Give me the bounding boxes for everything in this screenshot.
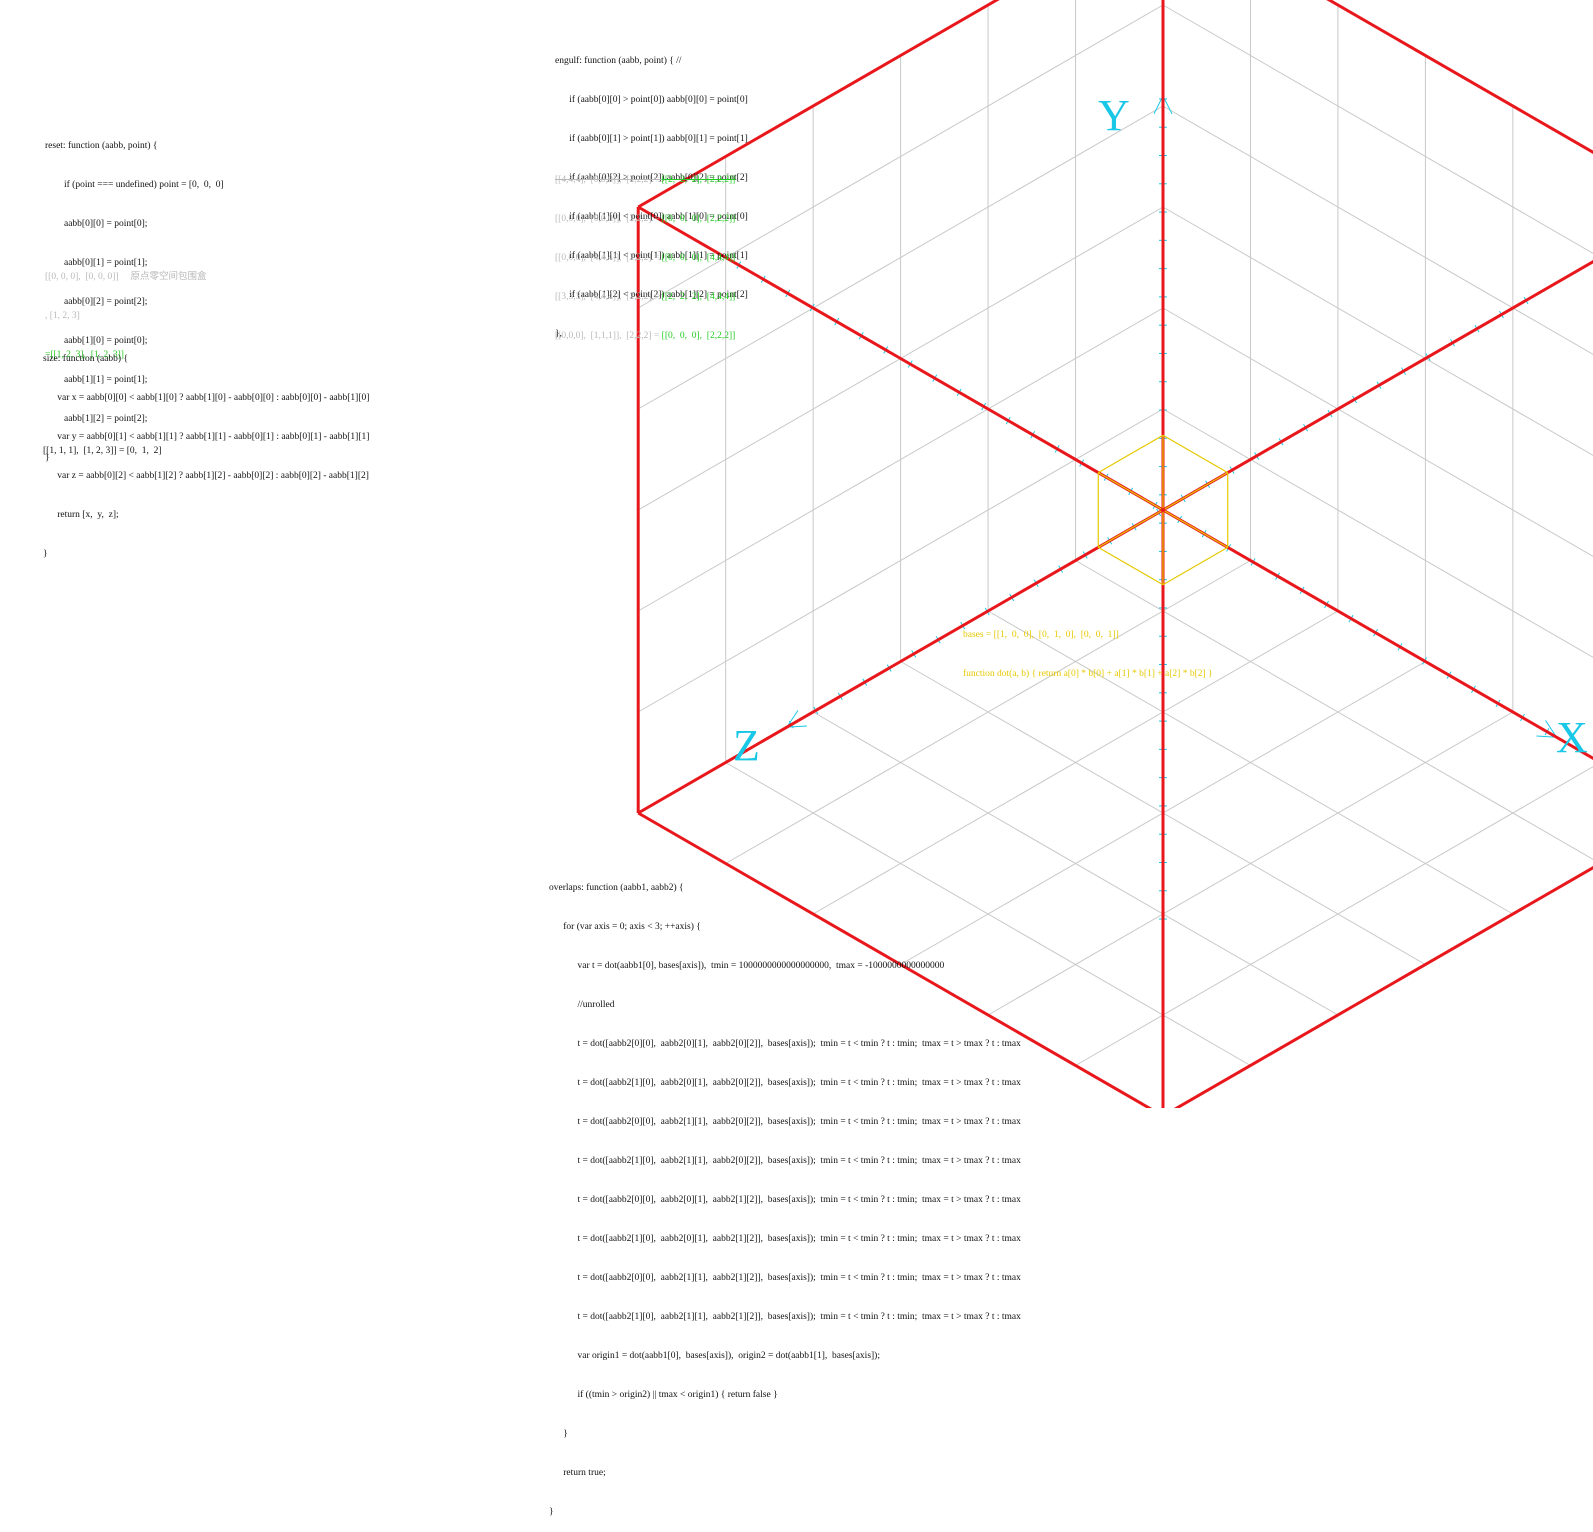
engulf-example-result: [[2, 2, 2], [4,4,4]] (661, 292, 736, 302)
engulf-example-row: [[0,0,0], [4,4,4]], [2,2,2] = [[0, 0, 0]… (555, 252, 735, 265)
code-line: size: function (aabb) { (43, 354, 129, 364)
small-aabb-box (1097, 434, 1229, 586)
large-box-edge (1173, 866, 1593, 1108)
engulf-example-result: [[0, 0, 0], [4,4,4]] (661, 253, 736, 263)
code-line: aabb[1][2] = point[2]; (45, 414, 148, 424)
code-line: return [x, y, z]; (43, 510, 119, 520)
engulf-example-row: [[0,0,0], [1,1,1]], [2,2,2] = [[0, 0, 0]… (555, 330, 735, 343)
size-example: [[1, 1, 1], [1, 2, 3]] = [0, 1, 2] (43, 419, 162, 471)
grid-line (1162, 206, 1593, 456)
engulf-example-row: [[3,3,3], [4,4,4]], [2,2,2] = [[2, 2, 2]… (555, 291, 735, 304)
code-line: if (aabb[0][2] > point[2]) aabb[0][2] = … (555, 173, 748, 183)
origin-point (1161, 508, 1165, 512)
engulf-examples: [[4,4,4], [0,0,0]], [2,2,2] = [[2, 2, 2]… (555, 148, 735, 356)
large-box-edge (637, 508, 1164, 815)
grid-line (1162, 307, 1593, 557)
engulf-example-input: [[0,0,0], [0,0,0]], [2,2,2] = (555, 214, 662, 224)
bases-line: bases = [[1, 0, 0], [0, 1, 0], [0, 0, 1]… (963, 630, 1119, 640)
code-line: for (var axis = 0; axis < 3; ++axis) { (549, 922, 701, 932)
code-line: var t = dot(aabb1[0], bases[axis]), tmin… (549, 961, 945, 971)
reset-code-block: reset: function (aabb, point) { if (poin… (45, 114, 224, 478)
code-line: aabb[0][0] = point[0]; (45, 219, 148, 229)
code-line: reset: function (aabb, point) { (45, 141, 158, 151)
code-line: if (aabb[1][2] < point[2]) aabb[1][2] = … (555, 290, 748, 300)
small-box-edge (1097, 509, 1164, 548)
reset-example-point: , [1, 2, 3] (45, 311, 80, 321)
code-line: t = dot([aabb2[0][0], aabb2[0][1], aabb2… (549, 1195, 1021, 1205)
code-line: t = dot([aabb2[1][0], aabb2[1][1], aabb2… (549, 1156, 1021, 1166)
code-line: var y = aabb[0][1] < aabb[1][1] ? aabb[1… (43, 432, 370, 442)
code-line: } (45, 453, 50, 463)
y-axis-label: Y (1098, 91, 1130, 140)
grid-line (1162, 105, 1593, 355)
code-line: t = dot([aabb2[1][0], aabb2[0][1], aabb2… (549, 1078, 1021, 1088)
large-box-edge (637, 205, 1164, 512)
code-line: engulf: function (aabb, point) { // (555, 56, 682, 66)
engulf-example-input: [[0,0,0], [4,4,4]], [2,2,2] = (555, 253, 662, 263)
size-code-block: size: function (aabb) { var x = aabb[0][… (43, 327, 369, 574)
engulf-example-input: [[3,3,3], [4,4,4]], [2,2,2] = (555, 292, 662, 302)
small-box-edge (1162, 434, 1229, 474)
large-box-edge (637, 811, 1153, 1108)
code-line: } (43, 549, 48, 559)
code-line: return true; (549, 1468, 606, 1478)
code-line: } (549, 1507, 554, 1517)
z-axis-label: Z (733, 721, 760, 770)
isometric-aabb-diagram: Y X Z (636, 0, 1593, 1108)
code-line: aabb[1][0] = point[0]; (45, 336, 148, 346)
grid-line (1162, 408, 1593, 658)
engulf-code-block: engulf: function (aabb, point) { // if (… (555, 29, 748, 354)
code-line: var origin1 = dot(aabb1[0], bases[axis])… (549, 1351, 881, 1361)
engulf-example-input: [[4,4,4], [0,0,0]], [2,2,2] = (555, 175, 662, 185)
axis-lines (725, 95, 1558, 935)
engulf-example-result: [[0, 0, 0], [2,2,2]] (661, 214, 736, 224)
code-line: //unrolled (549, 1000, 615, 1010)
code-line: var x = aabb[0][0] < aabb[1][0] ? aabb[1… (43, 393, 370, 403)
reset-example-input: [[0, 0, 0], [0, 0, 0]] 原点零空间包围盒 (45, 272, 207, 282)
engulf-example-result: [[0, 0, 0], [2,2,2]] (661, 331, 736, 341)
code-line: if ((tmin > origin2) || tmax < origin1) … (549, 1390, 778, 1400)
reset-example: [[0, 0, 0], [0, 0, 0]] 原点零空间包围盒 , [1, 2,… (45, 245, 206, 375)
small-box-edge (1162, 509, 1229, 548)
engulf-example-row: [[0,0,0], [0,0,0]], [2,2,2] = [[0, 0, 0]… (555, 213, 735, 226)
z-axis-arrow (786, 725, 808, 728)
code-line: if (aabb[0][0] > point[0]) aabb[0][0] = … (555, 95, 748, 105)
size-example-line: [[1, 1, 1], [1, 2, 3]] = [0, 1, 2] (43, 446, 162, 456)
large-box-edge (1162, 508, 1593, 760)
code-line: if (point === undefined) point = [0, 0, … (45, 180, 224, 190)
code-line: overlaps: function (aabb1, aabb2) { (549, 883, 684, 893)
small-box-edge (1097, 472, 1164, 511)
large-box-edge (1326, 0, 1593, 154)
code-line: if (aabb[0][1] > point[1]) aabb[0][1] = … (555, 134, 748, 144)
large-box-edge (1162, 260, 1593, 512)
code-line: aabb[0][1] = point[1]; (45, 258, 148, 268)
code-line: } (549, 1429, 568, 1439)
engulf-example-result: [[2, 2, 2], [2,2,2]] (661, 175, 736, 185)
large-aabb-box (636, 0, 1593, 1108)
x-axis-label: X (1556, 713, 1588, 762)
dot-function-line: function dot(a, b) { return a[0] * b[0] … (963, 669, 1213, 679)
grid-line (1162, 4, 1593, 254)
small-box-edge (1097, 546, 1164, 586)
bases-note: bases = [[1, 0, 0], [0, 1, 0], [0, 0, 1]… (963, 603, 1213, 694)
code-line: }, (555, 329, 562, 339)
code-line: t = dot([aabb2[1][0], aabb2[1][1], aabb2… (549, 1312, 1021, 1322)
code-line: t = dot([aabb2[0][0], aabb2[0][1], aabb2… (549, 1039, 1021, 1049)
large-box-edge (637, 0, 1000, 209)
code-line: aabb[1][1] = point[1]; (45, 375, 148, 385)
overlaps-code-block: overlaps: function (aabb1, aabb2) { for … (549, 856, 1021, 1532)
small-box-edge (1097, 434, 1164, 474)
code-line: aabb[0][2] = point[2]; (45, 297, 148, 307)
code-line: if (aabb[1][1] < point[1]) aabb[1][1] = … (555, 251, 748, 261)
code-line: var z = aabb[0][2] < aabb[1][2] ? aabb[1… (43, 471, 369, 481)
small-box-edge (1162, 546, 1229, 586)
code-line: if (aabb[1][0] < point[0]) aabb[1][0] = … (555, 212, 748, 222)
engulf-example-input: [[0,0,0], [1,1,1]], [2,2,2] = (555, 331, 662, 341)
code-line: t = dot([aabb2[1][0], aabb2[0][1], aabb2… (549, 1234, 1021, 1244)
small-box-edge (1162, 472, 1229, 511)
engulf-example-row: [[4,4,4], [0,0,0]], [2,2,2] = [[2, 2, 2]… (555, 174, 735, 187)
code-line: t = dot([aabb2[0][0], aabb2[1][1], aabb2… (549, 1117, 1021, 1127)
code-line: t = dot([aabb2[0][0], aabb2[1][1], aabb2… (549, 1273, 1021, 1283)
reset-example-result: =[[1, 2, 3], [1, 2, 3]] (45, 350, 124, 360)
